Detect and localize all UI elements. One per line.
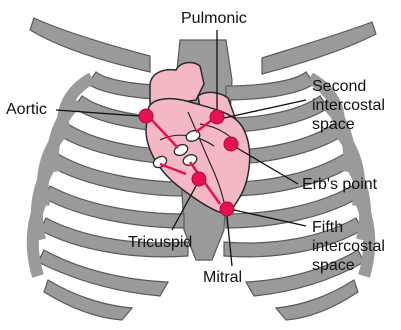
tricuspid-marker [192, 172, 206, 186]
erbs-point-marker [224, 137, 238, 151]
mitral-marker [220, 202, 234, 216]
right-clavicle [262, 22, 376, 74]
aorta [150, 63, 204, 104]
pulmonic-label: Pulmonic [181, 9, 247, 28]
left-clavicle [30, 18, 150, 72]
pulmonic-marker [210, 110, 224, 124]
aortic-label: Aortic [6, 100, 47, 119]
aortic-marker [139, 109, 153, 123]
fifth-intercostal-space-label: Fifth intercostal space [312, 218, 396, 275]
erbs-point-label: Erb's point [302, 175, 377, 194]
tricuspid-label: Tricuspid [128, 233, 192, 252]
mitral-label: Mitral [203, 268, 242, 287]
second-intercostal-space-label: Second intercostal space [312, 77, 396, 134]
